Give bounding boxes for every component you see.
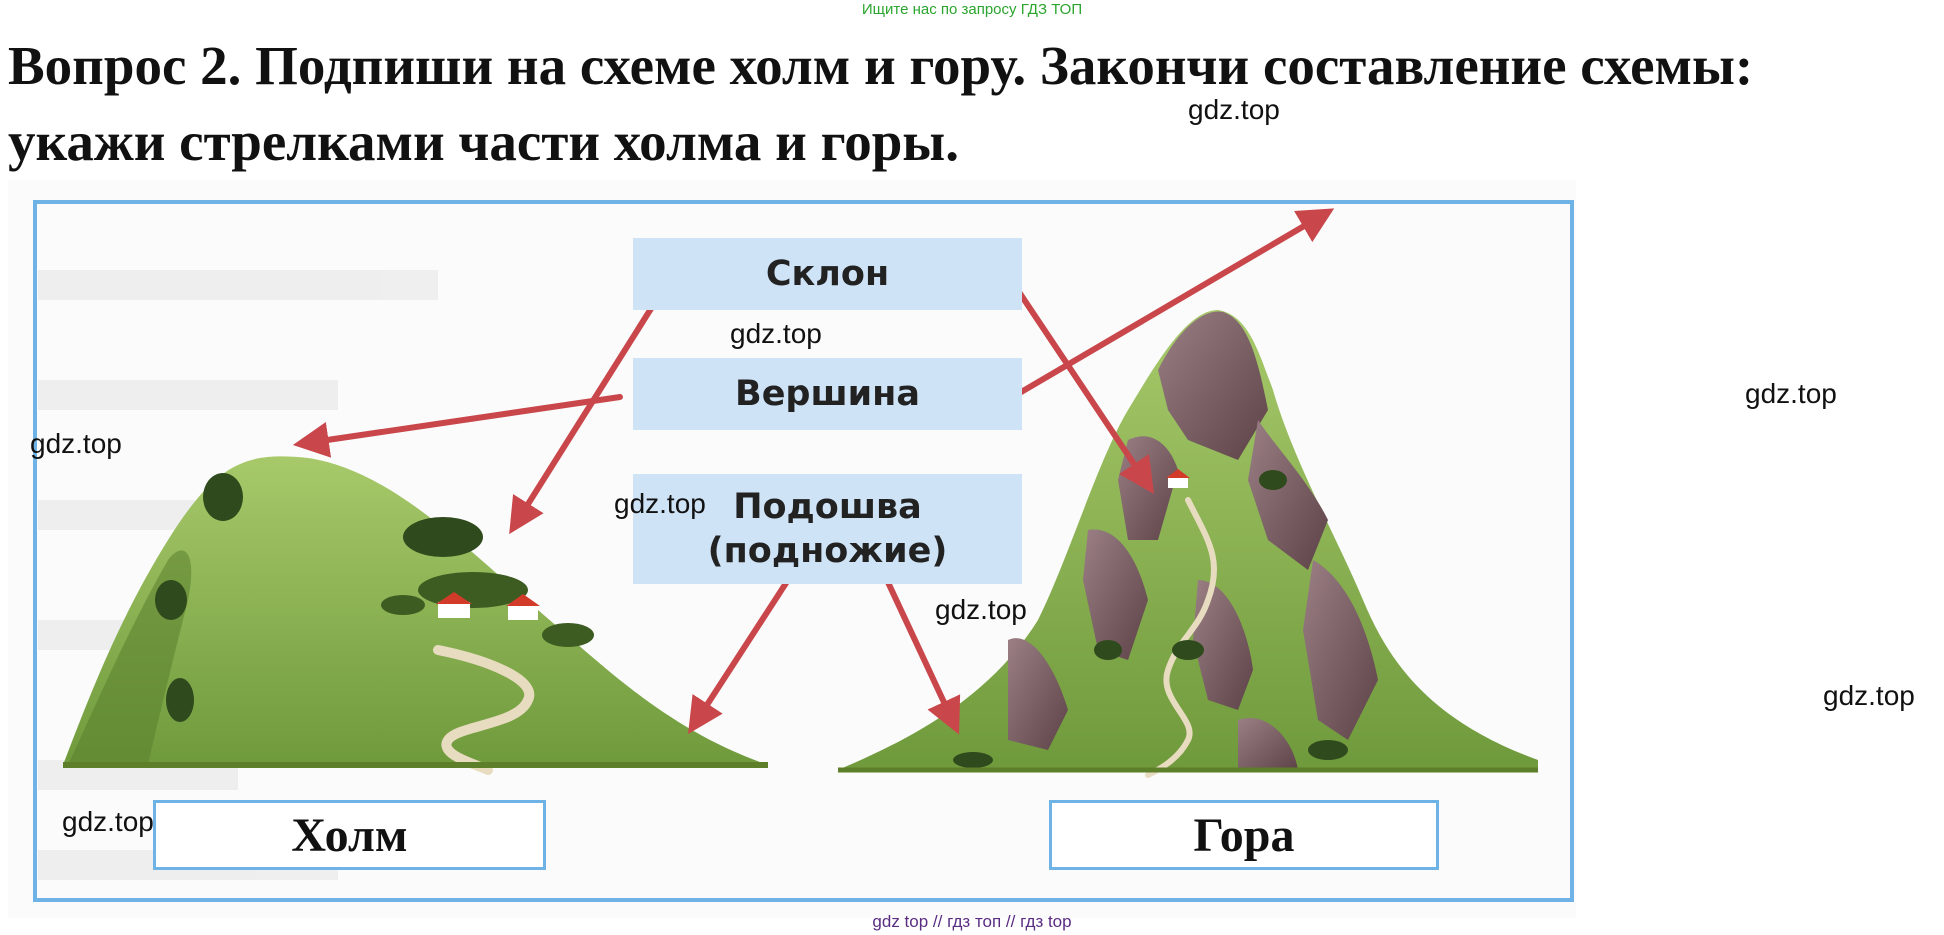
arrow-slope-to-mountain [1008, 277, 1155, 494]
diagram-frame [33, 200, 1574, 902]
label-summit: Вершина [633, 358, 1022, 430]
label-foot: Подошва (подножие) [633, 474, 1022, 584]
hill-mountain-diagram: Склон Вершина Подошва (подножие) Холм Го… [8, 180, 1576, 918]
label-summit-text: Вершина [735, 374, 920, 414]
answer-hill-text: Холм [291, 808, 408, 862]
watermark: gdz.top [30, 428, 122, 459]
diagram-illustration [33, 200, 1574, 902]
answer-mountain-text: Гора [1193, 808, 1295, 862]
question-line-2: укажи стрелками части холма и горы. [8, 111, 959, 172]
search-hint: Ищите нас по запросу ГДЗ ТОП [861, 1, 1083, 18]
watermark: gdz.top [1823, 680, 1915, 711]
watermark: gdz.top [1745, 378, 1837, 409]
watermark: gdz.top [614, 488, 706, 519]
arrow-summit-to-mountain [1008, 208, 1335, 401]
watermark: gdz.top [730, 318, 822, 349]
label-foot-text: Подошва [733, 487, 922, 527]
mountain-illustration [838, 310, 1538, 778]
answer-box-mountain: Гора [1049, 800, 1439, 870]
label-slope: Склон [633, 238, 1022, 310]
watermark: gdz.top [935, 594, 1027, 625]
label-foot-subtext: (подножие) [707, 531, 948, 571]
arrow-foot-to-mountain [883, 575, 961, 735]
arrow-foot-to-hill [688, 577, 791, 735]
watermark: gdz.top [1188, 94, 1280, 125]
label-slope-text: Склон [765, 254, 890, 294]
footer-note: gdz top // гдз топ // гдз top [872, 912, 1072, 931]
answer-box-hill: Холм [153, 800, 546, 870]
question-line-1: Вопрос 2. Подпиши на схеме холм и гору. … [8, 35, 1754, 96]
question-text: Вопрос 2. Подпиши на схеме холм и гору. … [8, 28, 1938, 180]
hill-illustration [63, 456, 768, 775]
watermark: gdz.top [62, 806, 154, 837]
arrow-summit-to-hill [292, 394, 623, 458]
